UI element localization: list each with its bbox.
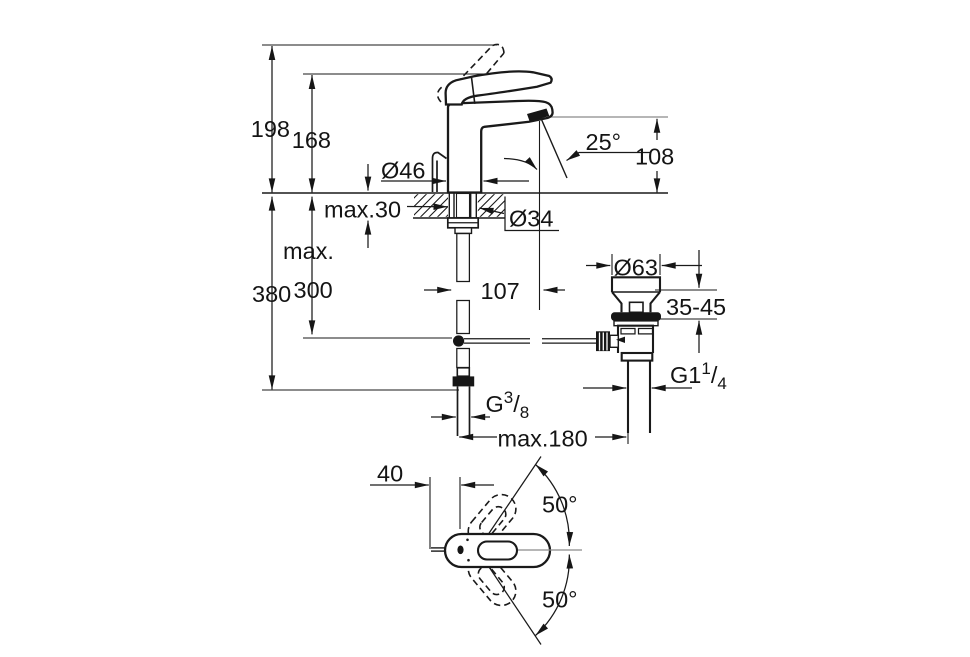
dim-label-base-diameter: Ø46 xyxy=(381,158,425,184)
hose-fitting xyxy=(456,366,471,377)
water-stream-lines xyxy=(538,119,568,310)
handle-swing-down-phantom xyxy=(467,553,517,607)
drain-valve xyxy=(596,276,662,433)
overflow-tab xyxy=(628,301,644,314)
dim-label-handle-offset: 40 xyxy=(377,461,403,487)
dim-label-deck-range: 35-45 xyxy=(666,294,726,320)
dim-label-swing-up: 50° xyxy=(542,492,578,518)
pop-up-pull-rod xyxy=(431,151,447,192)
outlet-thread-denominator: 4 xyxy=(717,374,726,393)
supply-thread-slash: / xyxy=(513,391,520,417)
dim-label-rod-depth-value: 300 xyxy=(294,277,333,303)
dimension-lines xyxy=(268,46,703,636)
faucet-side-view xyxy=(431,43,554,194)
dim-label-swing-down: 50° xyxy=(542,587,578,613)
dim-label-deck-thickness: max.30 xyxy=(324,197,401,223)
dim-label-spout-height: 108 xyxy=(635,144,674,170)
dim-label-hose-depth: 380 xyxy=(252,281,291,307)
dim-label-height-raised: 198 xyxy=(251,116,290,142)
outlet-thread-slash: / xyxy=(711,362,718,388)
dim-label-stream-angle: 25° xyxy=(586,129,622,155)
waste-flange-seal xyxy=(611,312,661,321)
supply-thread-numerator: 3 xyxy=(504,388,513,407)
dimension-labels: 198 168 Ø46 25° 108 max.30 Ø34 max. 380 … xyxy=(251,116,727,613)
aerator xyxy=(527,108,550,122)
dim-label-max-distance: max.180 xyxy=(498,426,588,452)
dim-label-height: 168 xyxy=(292,127,331,153)
counter-section xyxy=(414,194,505,217)
faucet-top-view xyxy=(431,456,582,645)
supply-hose xyxy=(452,232,475,436)
dim-label-flange-diameter: Ø63 xyxy=(614,255,658,281)
dim-label-spout-reach: 107 xyxy=(481,278,520,304)
outlet-thread-base: G1 xyxy=(670,362,701,388)
outlet-thread-numerator: 1 xyxy=(701,359,710,378)
dim-label-outlet-thread: G11/4 xyxy=(670,359,727,393)
dim-label-hole-diameter: Ø34 xyxy=(509,206,553,232)
pop-up-rod-linkage xyxy=(453,335,596,347)
handle-raised-phantom xyxy=(436,43,505,103)
faucet-lever-handle xyxy=(444,70,553,106)
supply-thread-denominator: 8 xyxy=(520,403,529,422)
dim-label-supply-thread: G3/8 xyxy=(486,388,530,422)
mounting-shank xyxy=(446,192,480,235)
supply-thread-base: G xyxy=(486,391,504,417)
dim-label-rod-depth-prefix: max. xyxy=(283,238,334,264)
top-view-handle-slot xyxy=(476,540,519,561)
rod-tee-joint xyxy=(453,335,465,347)
